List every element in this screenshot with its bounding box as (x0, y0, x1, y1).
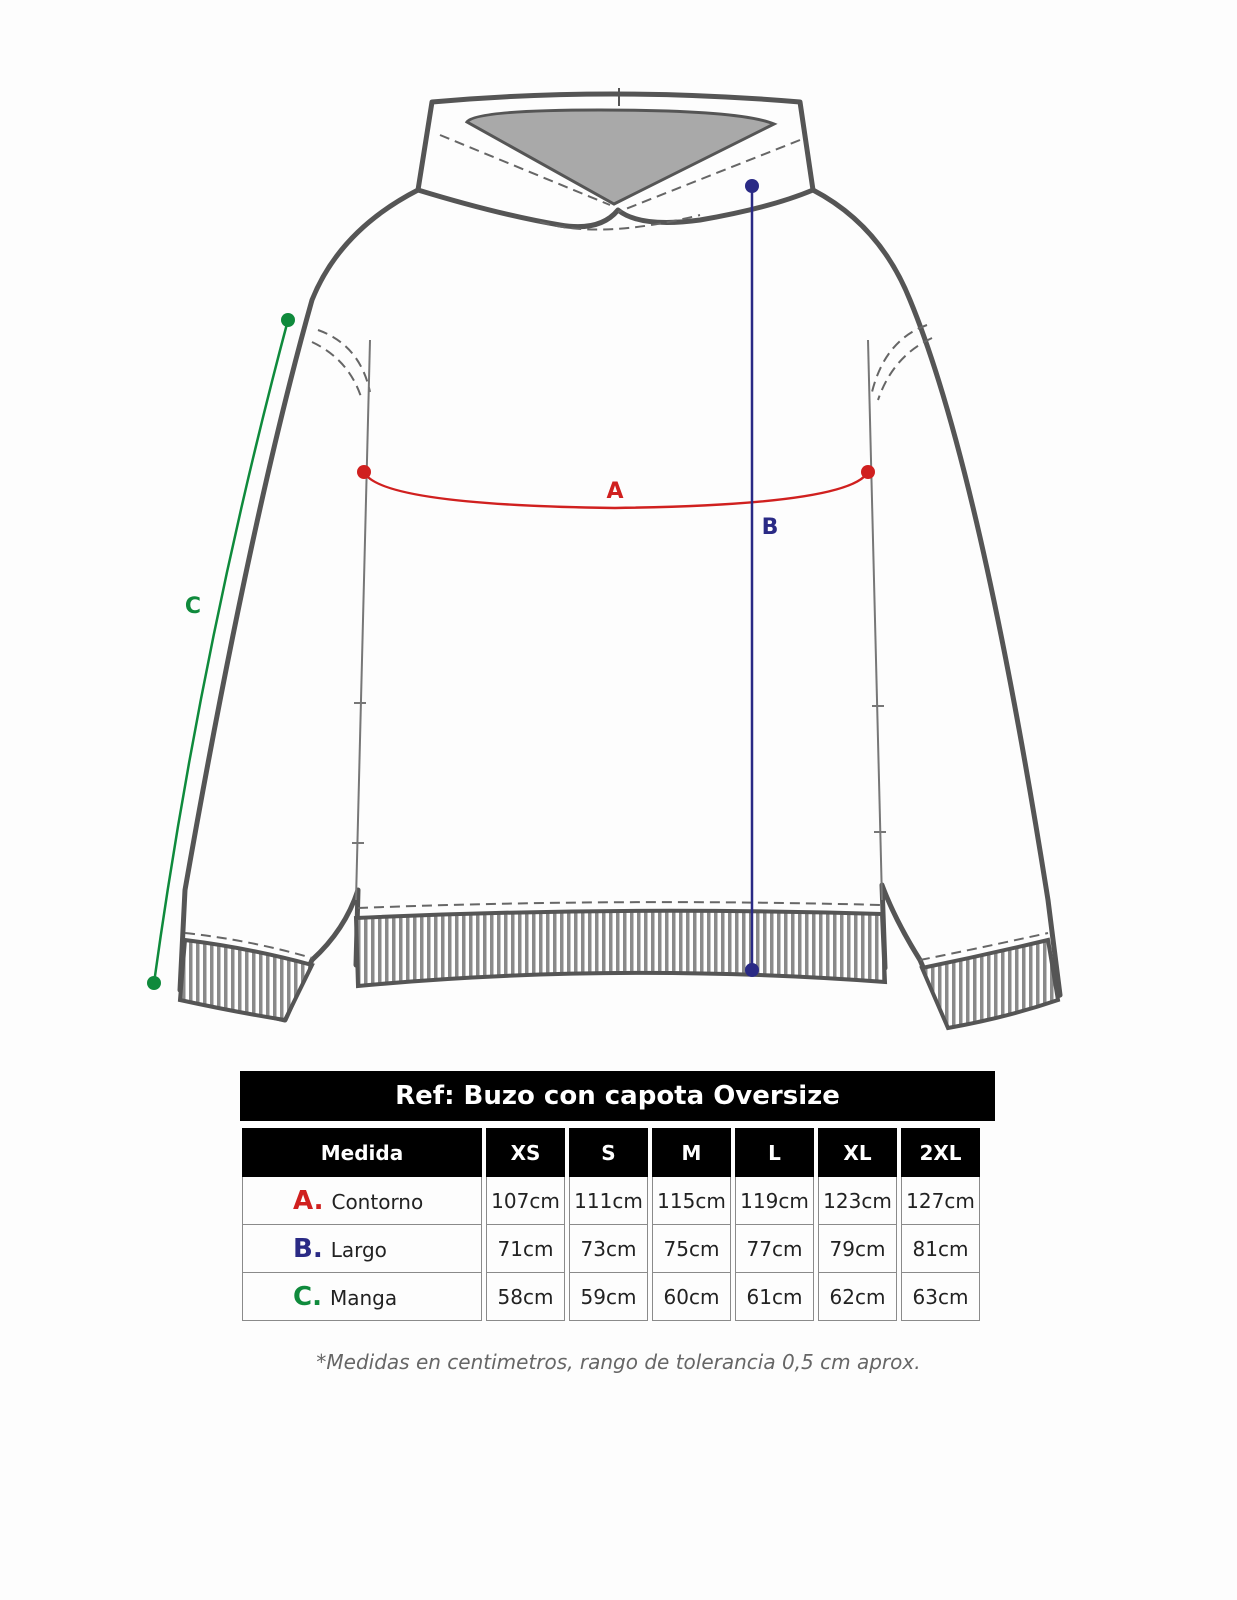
size-header: 2XL (901, 1128, 980, 1177)
hood-outline (415, 91, 816, 193)
measure-a: A (357, 465, 875, 510)
table-cell: 59cm (569, 1273, 648, 1321)
table-row: B. Largo 71cm 73cm 75cm 77cm 79cm 81cm (242, 1225, 980, 1273)
table-cell: 79cm (818, 1225, 897, 1273)
size-header-row: Medida XS S M L XL 2XL (242, 1128, 980, 1177)
table-cell: 75cm (652, 1225, 731, 1273)
size-table: Medida XS S M L XL 2XL A. Contorno 107cm … (238, 1128, 984, 1321)
body-outline (177, 187, 1063, 1028)
table-cell: 115cm (652, 1177, 731, 1225)
row-letter: B. (293, 1233, 323, 1264)
table-cell: 127cm (901, 1177, 980, 1225)
table-cell: 73cm (569, 1225, 648, 1273)
table-cell: 71cm (486, 1225, 565, 1273)
table-cell: 111cm (569, 1177, 648, 1225)
row-letter: A. (293, 1185, 324, 1216)
size-header: L (735, 1128, 814, 1177)
size-header: S (569, 1128, 648, 1177)
size-header: XL (818, 1128, 897, 1177)
table-row: A. Contorno 107cm 111cm 115cm 119cm 123cm… (242, 1177, 980, 1225)
table-cell: 81cm (901, 1225, 980, 1273)
medida-header: Medida (242, 1128, 482, 1177)
left-cuff-rib (177, 937, 315, 1023)
hem-rib (353, 908, 888, 989)
table-cell: 63cm (901, 1273, 980, 1321)
row-name: Contorno (331, 1189, 424, 1214)
row-label: C. Manga (242, 1273, 482, 1321)
right-cuff-rib (919, 937, 1061, 1031)
row-label: B. Largo (242, 1225, 482, 1273)
table-title: Ref: Buzo con capota Oversize (240, 1071, 995, 1121)
table-row: C. Manga 58cm 59cm 60cm 61cm 62cm 63cm (242, 1273, 980, 1321)
table-cell: 58cm (486, 1273, 565, 1321)
measure-c-label: C (185, 594, 201, 619)
row-name: Manga (329, 1285, 398, 1310)
size-header: M (652, 1128, 731, 1177)
table-cell: 61cm (735, 1273, 814, 1321)
size-header: XS (486, 1128, 565, 1177)
hood-front (415, 187, 816, 230)
measure-a-label: A (606, 479, 623, 504)
table-cell: 60cm (652, 1273, 731, 1321)
table-cell: 119cm (735, 1177, 814, 1225)
row-letter: C. (293, 1281, 322, 1312)
table-cell: 107cm (486, 1177, 565, 1225)
table-cell: 123cm (818, 1177, 897, 1225)
table-cell: 62cm (818, 1273, 897, 1321)
row-name: Largo (330, 1237, 387, 1262)
table-cell: 77cm (735, 1225, 814, 1273)
measure-b: B (745, 179, 778, 977)
measure-b-label: B (762, 515, 779, 540)
hoodie-diagram: A B C (147, 88, 1063, 1031)
hood-inner (464, 108, 778, 206)
footnote: *Medidas en centimetros, rango de tolera… (316, 1350, 921, 1374)
row-label: A. Contorno (242, 1177, 482, 1225)
measure-c: C (147, 313, 295, 990)
